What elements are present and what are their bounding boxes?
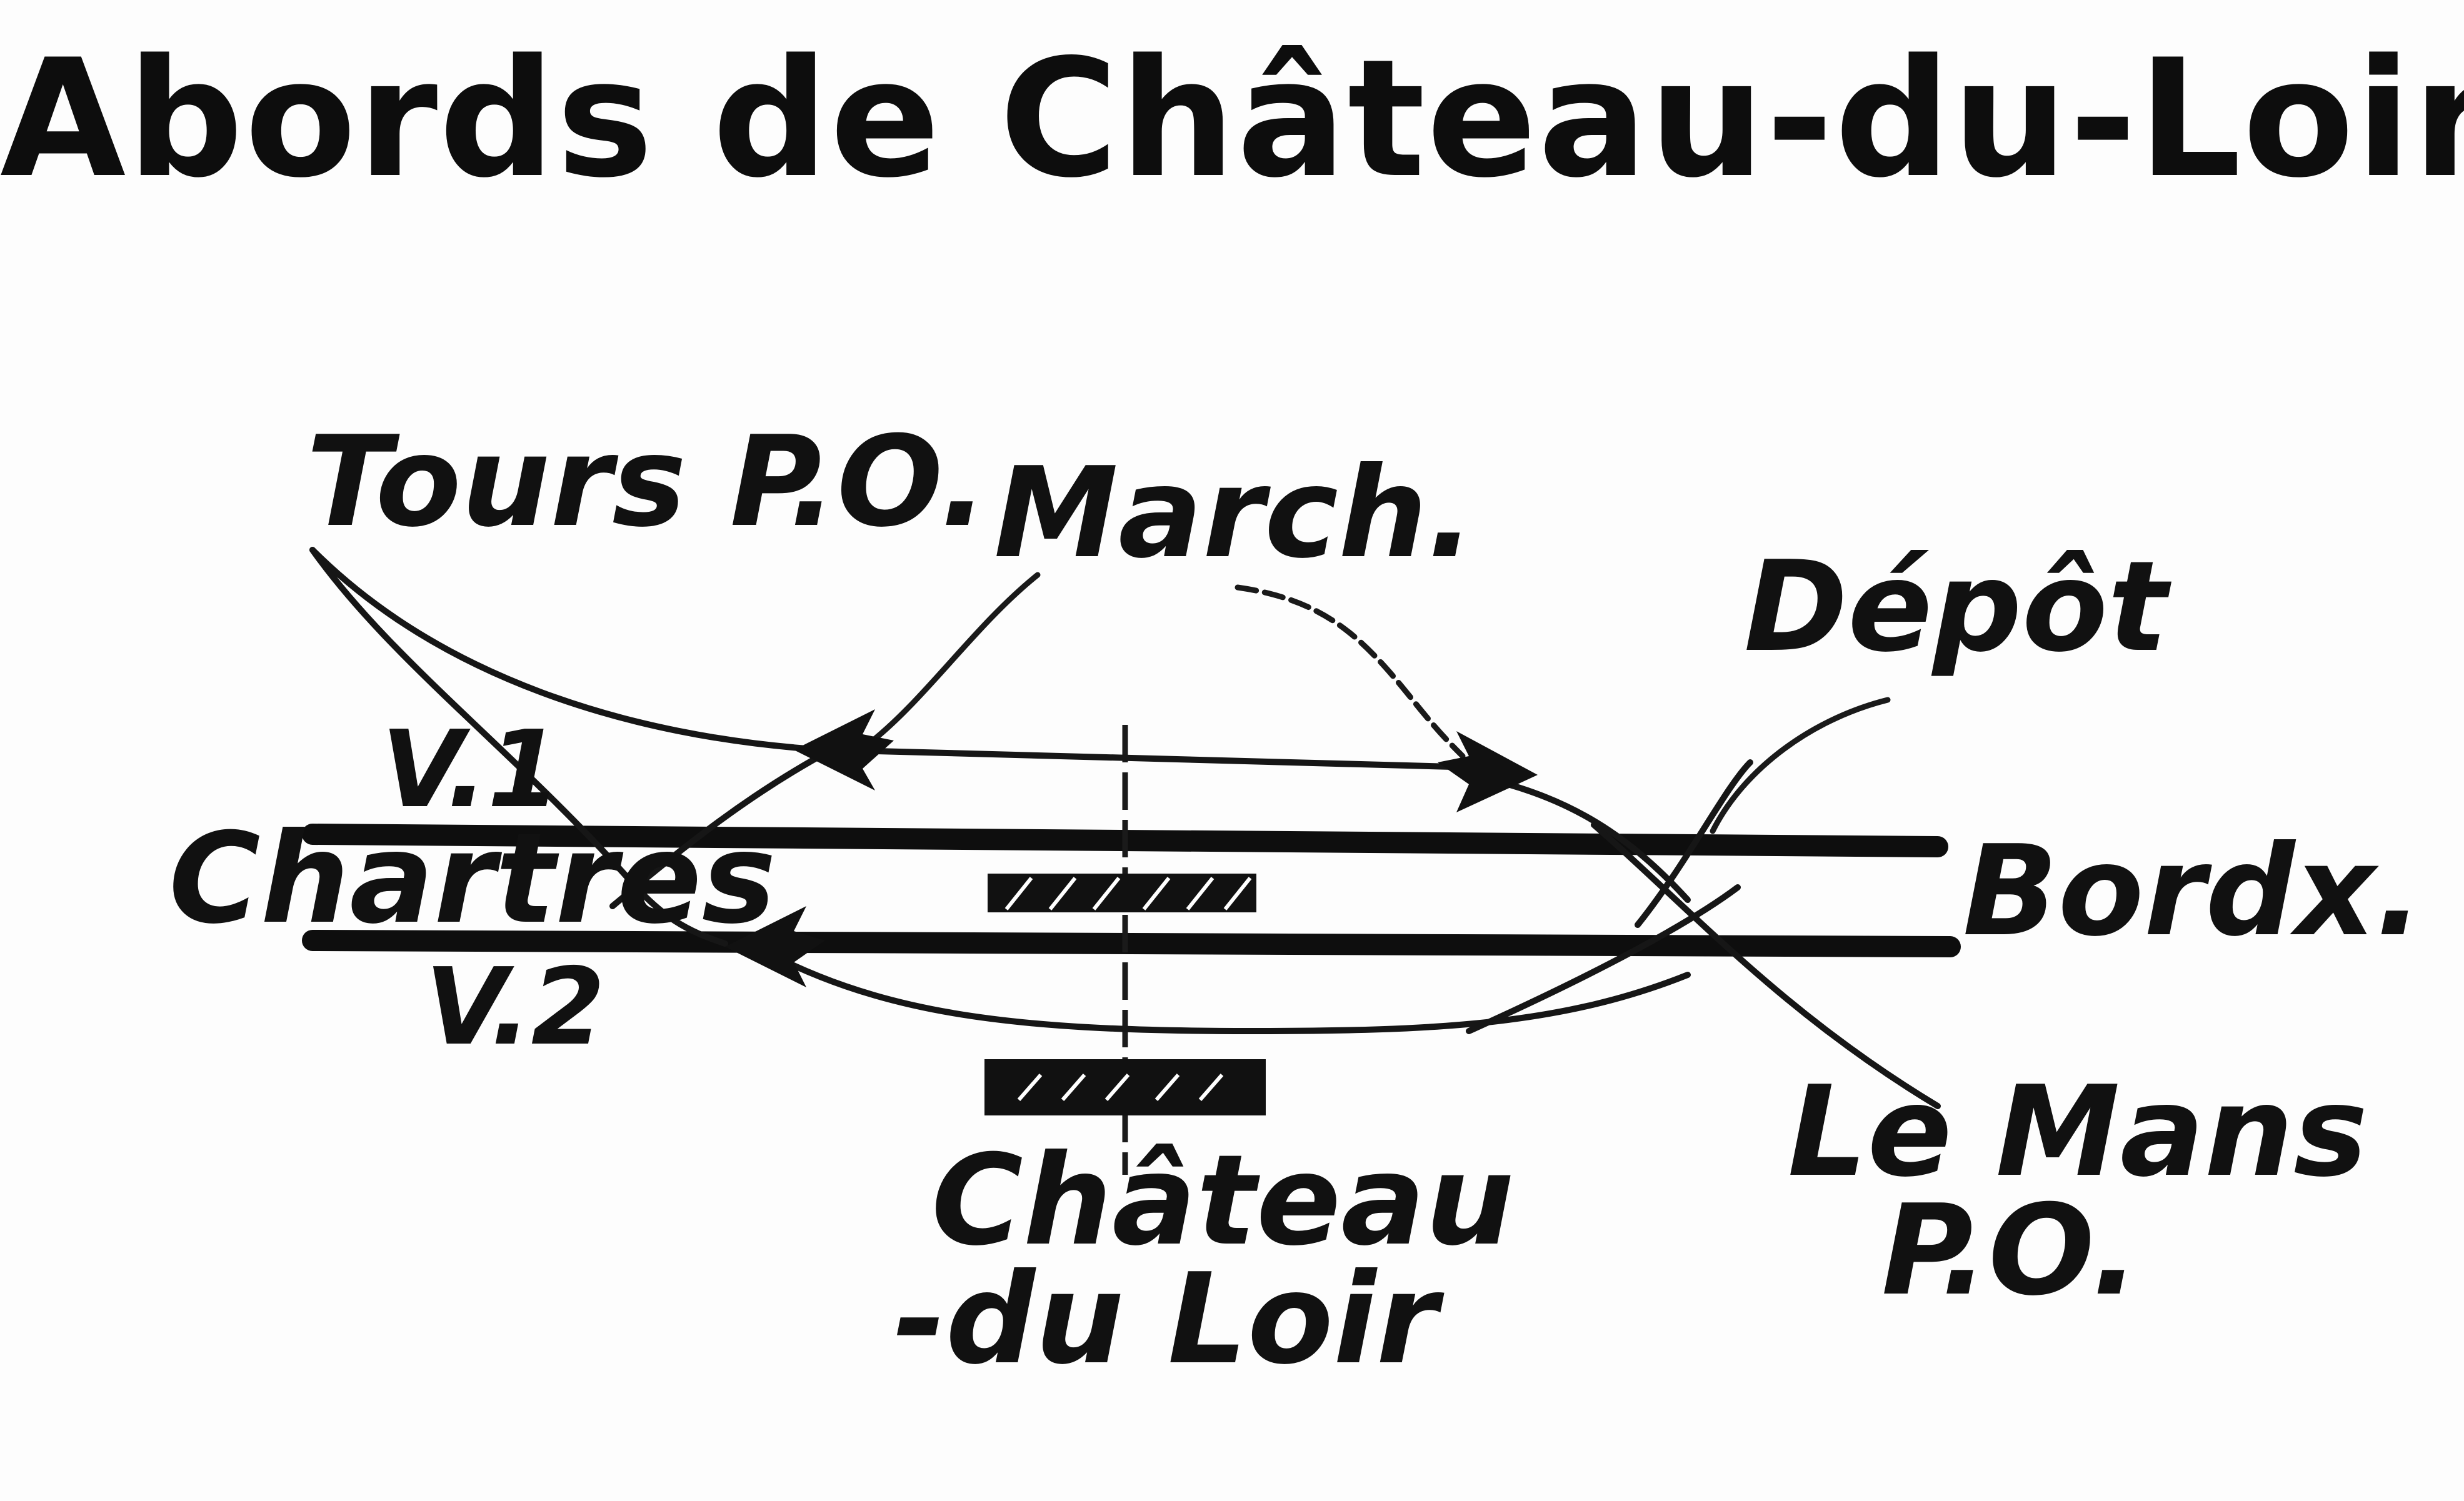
route-upper-horizontal [828,747,1478,770]
leader-march-right [1235,584,1466,759]
diagram-title: Abords de Château-du-Loir [0,25,2464,214]
label-station-2: -du Loir [894,1247,1445,1392]
route-chartres-crossover [609,747,834,909]
leader-march-left [866,572,1041,747]
label-le-mans: Le Mans [1788,1059,2368,1205]
route-tours-po [309,547,728,947]
route-tours-upper [309,547,828,753]
label-v2: V.2 [425,945,605,1069]
route-lower-return [747,940,1691,1035]
arrow-icon [794,709,894,790]
route-le-mans-2 [1466,884,1741,1034]
route-depot [1635,759,1753,928]
label-station: Château [931,1128,1515,1274]
label-depot: Dépôt [1744,534,2171,680]
arrow-icon [1438,731,1538,812]
arrow-icon [725,906,825,987]
label-march: March. [994,441,1475,586]
platform-between-tracks [988,874,1256,912]
label-chartres: Chartres [169,806,776,952]
label-v1: V.1 [381,708,561,832]
leader-depot [1710,697,1891,834]
label-le-mans-po: P.O. [1881,1178,2140,1324]
platform-station [984,1059,1266,1115]
route-le-mans [1591,822,1941,1109]
label-bordx: Bordx. [1963,819,2423,964]
label-tours-po: Tours P.O. [306,409,988,555]
track-v2 [302,930,1961,957]
